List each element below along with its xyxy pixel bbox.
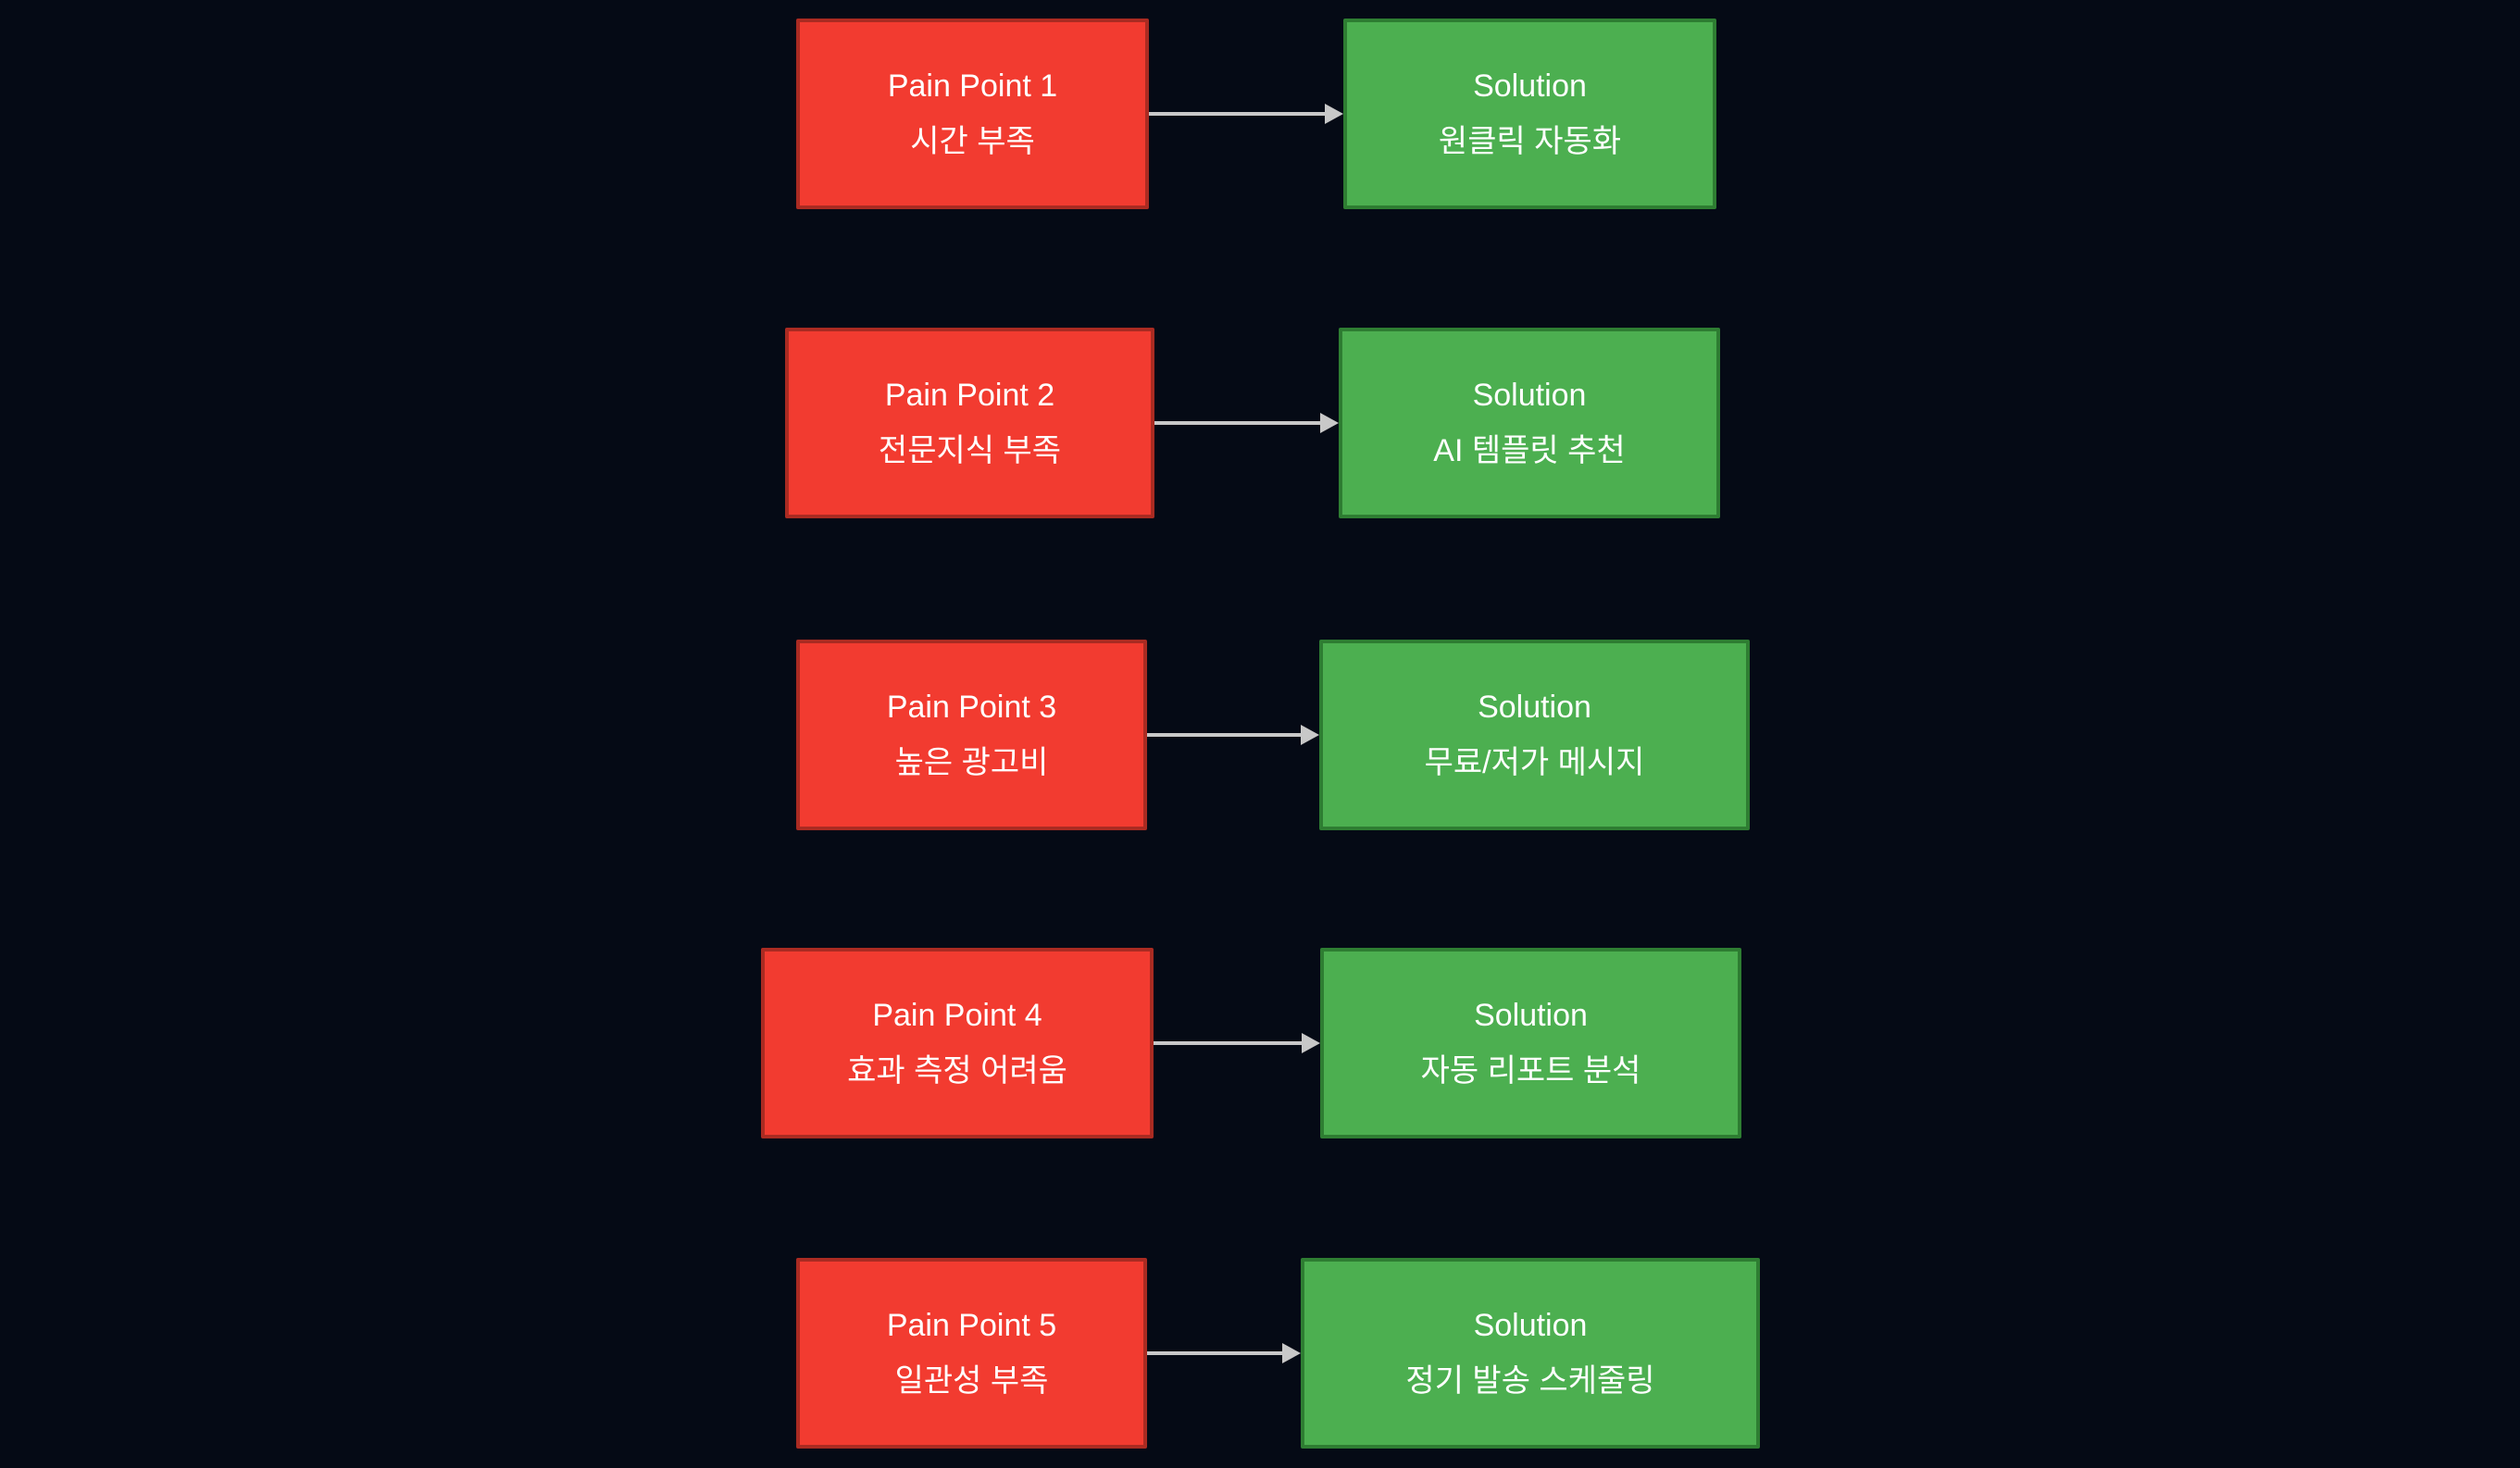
pain-point-subtitle: 높은 광고비 bbox=[894, 745, 1049, 780]
diagram-row-3: Pain Point 3 높은 광고비 Solution 무료/저가 메시지 bbox=[0, 640, 2520, 830]
solution-title: Solution bbox=[1473, 68, 1587, 104]
arrow-connector bbox=[1154, 1033, 1320, 1053]
pain-point-subtitle: 전문지식 부족 bbox=[878, 433, 1062, 468]
pain-point-subtitle: 시간 부족 bbox=[910, 124, 1035, 159]
solution-title: Solution bbox=[1478, 690, 1591, 725]
pain-point-subtitle: 효과 측정 어려움 bbox=[847, 1053, 1067, 1089]
solution-subtitle: 원클릭 자동화 bbox=[1438, 124, 1622, 159]
solution-title: Solution bbox=[1474, 998, 1588, 1033]
arrow-connector bbox=[1149, 104, 1343, 124]
arrow-line bbox=[1149, 112, 1326, 116]
arrow-connector bbox=[1147, 1343, 1301, 1363]
solution-subtitle: 자동 리포트 분석 bbox=[1420, 1053, 1641, 1089]
solution-box: Solution 무료/저가 메시지 bbox=[1319, 640, 1750, 830]
solution-subtitle: 정기 발송 스케줄링 bbox=[1405, 1363, 1655, 1399]
arrow-connector bbox=[1147, 725, 1319, 745]
pain-point-box: Pain Point 5 일관성 부족 bbox=[796, 1258, 1147, 1449]
arrow-line bbox=[1154, 1041, 1303, 1045]
diagram-row-1: Pain Point 1 시간 부족 Solution 원클릭 자동화 bbox=[0, 19, 2520, 209]
pain-point-title: Pain Point 4 bbox=[872, 998, 1042, 1033]
solution-box: Solution AI 템플릿 추천 bbox=[1339, 328, 1720, 518]
pain-point-title: Pain Point 1 bbox=[887, 68, 1058, 104]
arrow-head-icon bbox=[1320, 413, 1339, 433]
arrow-head-icon bbox=[1302, 1033, 1320, 1053]
pain-point-box: Pain Point 1 시간 부족 bbox=[796, 19, 1149, 209]
solution-subtitle: 무료/저가 메시지 bbox=[1424, 745, 1645, 780]
solution-box: Solution 자동 리포트 분석 bbox=[1320, 948, 1741, 1138]
pain-point-box: Pain Point 2 전문지식 부족 bbox=[785, 328, 1154, 518]
arrow-head-icon bbox=[1282, 1343, 1301, 1363]
solution-box: Solution 정기 발송 스케줄링 bbox=[1301, 1258, 1760, 1449]
diagram-row-4: Pain Point 4 효과 측정 어려움 Solution 자동 리포트 분… bbox=[0, 948, 2520, 1138]
arrow-head-icon bbox=[1325, 104, 1343, 124]
arrow-line bbox=[1147, 733, 1302, 737]
solution-title: Solution bbox=[1473, 1308, 1588, 1343]
pain-point-title: Pain Point 5 bbox=[886, 1308, 1057, 1343]
pain-point-box: Pain Point 4 효과 측정 어려움 bbox=[761, 948, 1154, 1138]
solution-subtitle: AI 템플릿 추천 bbox=[1433, 433, 1626, 468]
solution-title: Solution bbox=[1472, 378, 1587, 413]
pain-point-subtitle: 일관성 부족 bbox=[894, 1363, 1049, 1399]
pain-point-title: Pain Point 2 bbox=[884, 378, 1055, 413]
arrow-head-icon bbox=[1301, 725, 1319, 745]
arrow-connector bbox=[1154, 413, 1339, 433]
arrow-line bbox=[1147, 1351, 1283, 1355]
diagram-row-2: Pain Point 2 전문지식 부족 Solution AI 템플릿 추천 bbox=[0, 328, 2520, 518]
arrow-line bbox=[1154, 421, 1321, 425]
pain-point-title: Pain Point 3 bbox=[886, 690, 1057, 725]
solution-box: Solution 원클릭 자동화 bbox=[1343, 19, 1716, 209]
pain-point-box: Pain Point 3 높은 광고비 bbox=[796, 640, 1147, 830]
diagram-row-5: Pain Point 5 일관성 부족 Solution 정기 발송 스케줄링 bbox=[0, 1258, 2520, 1449]
